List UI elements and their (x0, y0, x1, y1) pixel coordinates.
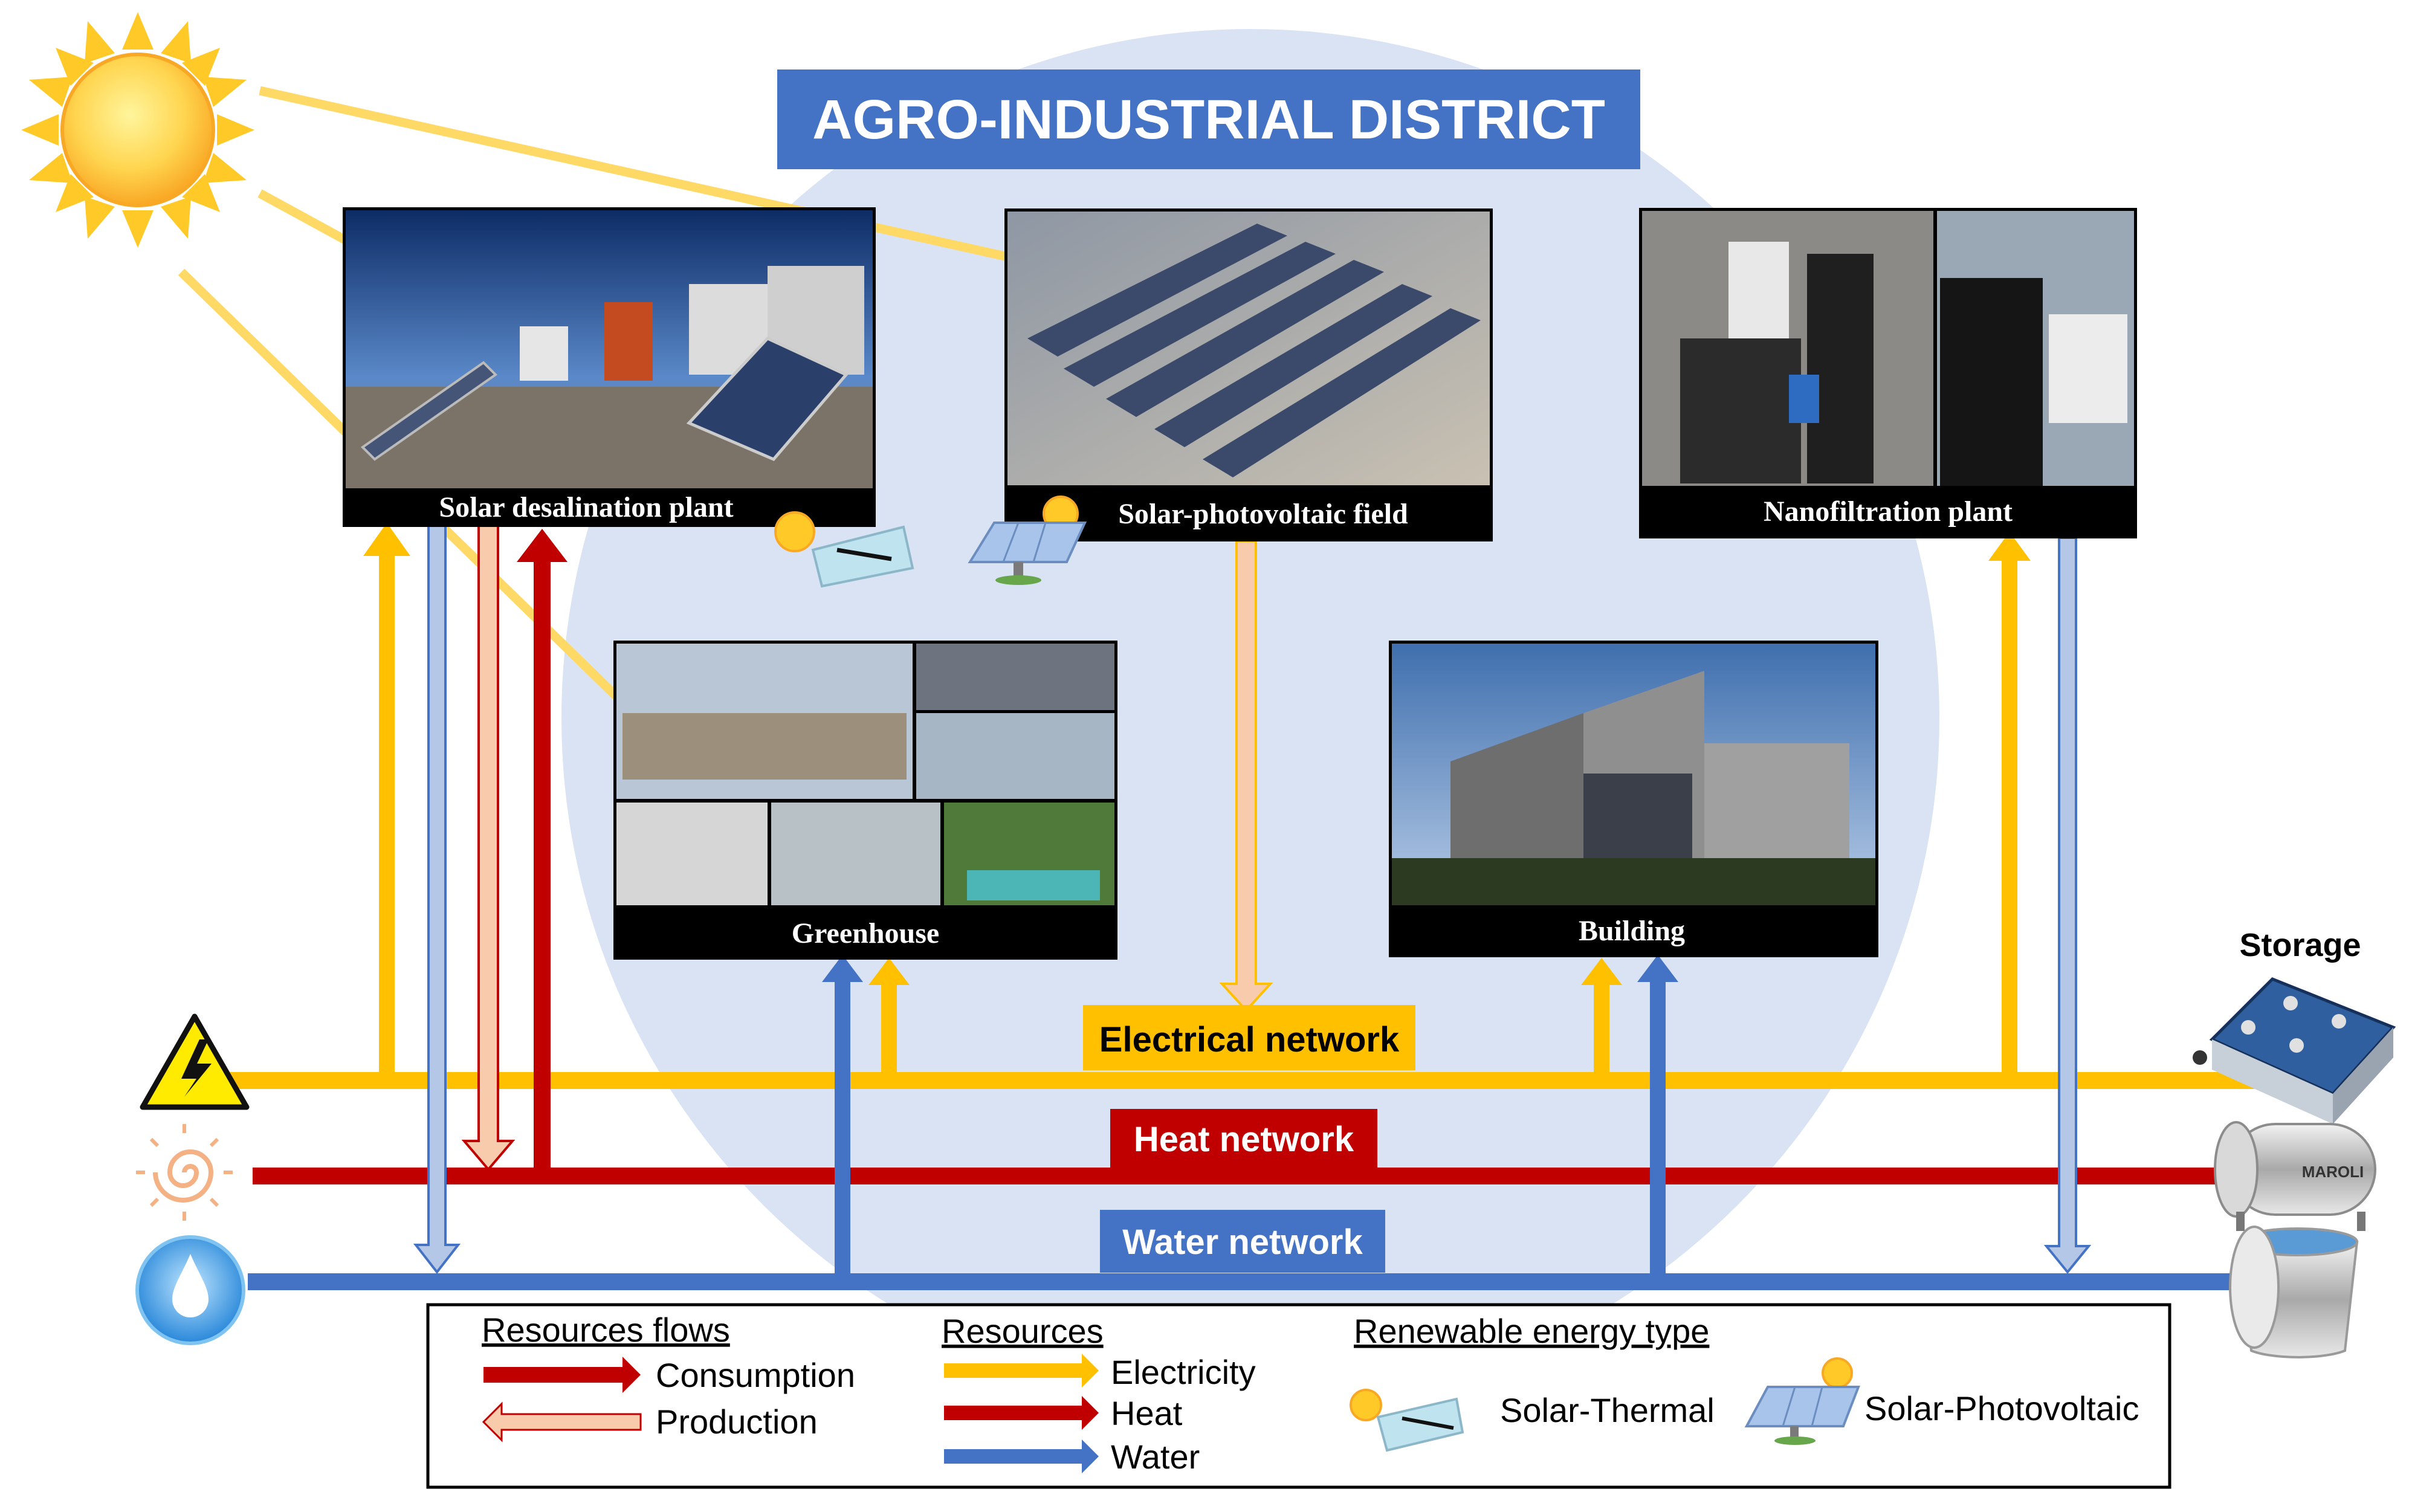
greenhouse-photo-5 (771, 803, 940, 905)
greenhouse-photo-3 (916, 713, 1114, 799)
svg-text:Production: Production (656, 1403, 818, 1441)
heat-network-line (253, 1168, 2259, 1184)
facility-solar-desalination-plant: Solar desalination plant (343, 207, 876, 527)
legend-solar-thermal-icon (1350, 1389, 1464, 1452)
svg-text:Greenhouse: Greenhouse (792, 917, 939, 949)
svg-text:Water network: Water network (1122, 1223, 1363, 1262)
legend-heat-arrow (944, 1396, 1099, 1430)
flow-heat-from-desalination (461, 525, 516, 1172)
flow-electricity-desalination (363, 523, 410, 1082)
greenhouse-photo-2 (916, 644, 1114, 710)
flow-water-from-nanofiltration (2043, 537, 2092, 1275)
facility-nanofiltration-plant: Nanofiltration plant (1639, 208, 2137, 538)
electrical-network-label: Electrical network (1083, 1005, 1415, 1070)
legend-production-arrow (482, 1401, 642, 1443)
svg-text:Heat network: Heat network (1134, 1120, 1354, 1159)
storage-brand: MAROLI (2302, 1163, 2364, 1181)
svg-text:Solar-Photovoltaic: Solar-Photovoltaic (1864, 1389, 2139, 1427)
title-box: AGRO-INDUSTRIAL DISTRICT (777, 69, 1640, 169)
page-title: AGRO-INDUSTRIAL DISTRICT (812, 89, 1605, 150)
flow-heat-desalination (517, 529, 567, 1176)
svg-text:Electrical network: Electrical network (1099, 1020, 1400, 1059)
heat-spiral-icon (136, 1124, 233, 1221)
lightning-warning-icon (140, 1013, 250, 1110)
electrical-network-line (230, 1072, 2259, 1089)
legend-resources-title: Resources (942, 1312, 1104, 1350)
flow-water-from-desalination (413, 525, 461, 1275)
legend: Resources flows Consumption Production R… (426, 1303, 2171, 1489)
facility-building: Building (1389, 641, 1878, 957)
flow-arrows (363, 523, 2092, 1281)
svg-text:Nanofiltration plant: Nanofiltration plant (1764, 496, 2013, 528)
flow-electricity-building (1581, 958, 1622, 1082)
heat-network-label: Heat network (1110, 1109, 1377, 1168)
svg-text:Solar-Thermal: Solar-Thermal (1500, 1391, 1715, 1429)
svg-text:Building: Building (1579, 915, 1685, 947)
svg-text:Water: Water (1111, 1438, 1200, 1476)
battery-storage-icon (2193, 977, 2396, 1124)
svg-text:Electricity: Electricity (1111, 1353, 1256, 1391)
svg-text:Heat: Heat (1111, 1394, 1183, 1432)
flow-electricity-nanofiltration (1988, 532, 2031, 1082)
legend-solar-pv-icon (1744, 1357, 1860, 1445)
water-tank-icon (2229, 1226, 2359, 1359)
solar-pv-panel-icon (968, 496, 1087, 585)
svg-text:Solar desalination plant: Solar desalination plant (439, 491, 733, 523)
water-network-line (248, 1273, 2259, 1290)
legend-flows-title: Resources flows (482, 1311, 730, 1349)
storage-label: Storage (2239, 927, 2361, 963)
flow-electricity-from-pv (1219, 540, 1273, 1012)
solar-thermal-collector-icon (774, 511, 914, 588)
greenhouse-photo-4 (616, 803, 768, 905)
svg-text:Consumption: Consumption (656, 1356, 855, 1394)
svg-text:Solar-photovoltaic field: Solar-photovoltaic field (1118, 498, 1408, 530)
legend-water-arrow (944, 1439, 1099, 1473)
legend-renewable-title: Renewable energy type (1354, 1312, 1709, 1350)
flow-electricity-greenhouse (868, 958, 910, 1082)
legend-consumption-arrow (483, 1357, 641, 1393)
water-network-label: Water network (1100, 1210, 1385, 1273)
facility-solar-photovoltaic-field: Solar-photovoltaic field (1004, 208, 1493, 541)
facility-greenhouse: Greenhouse (613, 641, 1117, 960)
legend-electricity-arrow (944, 1354, 1099, 1388)
flow-water-building (1637, 955, 1678, 1281)
sun-icon (21, 12, 254, 248)
water-drop-icon (135, 1235, 245, 1345)
hot-water-tank-icon: MAROLI (2214, 1121, 2376, 1231)
flow-water-greenhouse (822, 955, 863, 1281)
